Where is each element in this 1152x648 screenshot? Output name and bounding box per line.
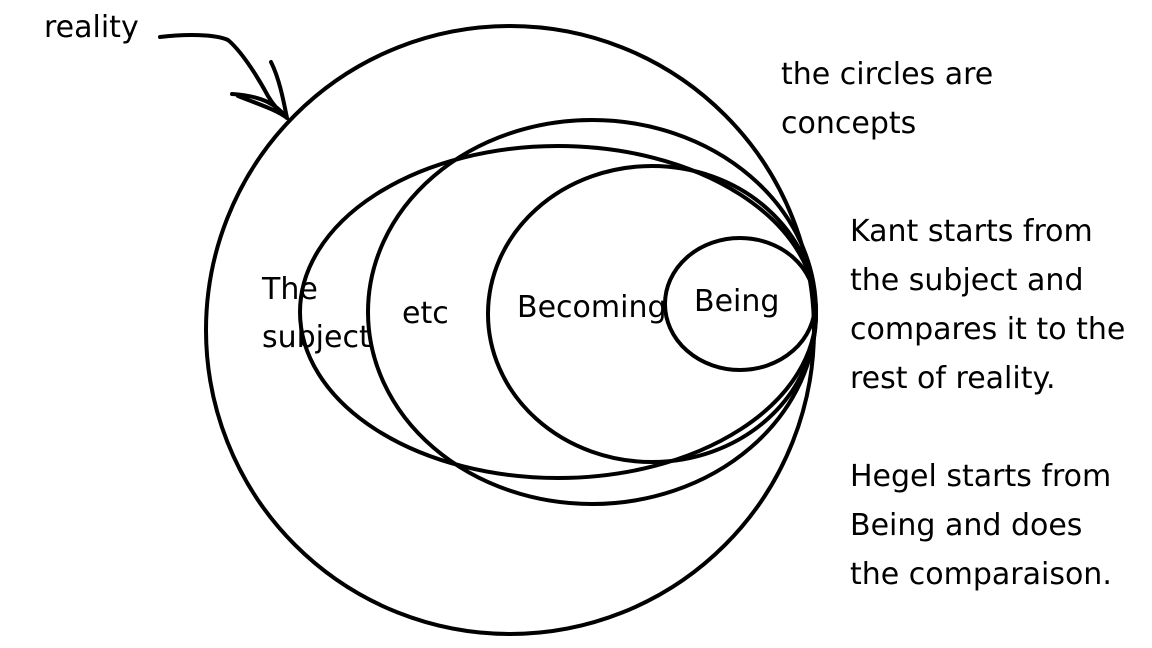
being-label: Being: [694, 284, 780, 319]
subject-label-line: The: [262, 272, 318, 307]
note-line: compares it to the: [850, 312, 1126, 347]
becoming-label: Becoming: [517, 290, 667, 325]
hegel-note: Hegel starts from Being and does the com…: [850, 452, 1112, 599]
note-line: rest of reality.: [850, 361, 1056, 396]
kant-note: Kant starts from the subject and compare…: [850, 207, 1125, 403]
note-line: concepts: [781, 106, 917, 141]
note-line: the circles are: [781, 57, 994, 92]
subject-label-line: subject: [262, 320, 371, 355]
note-line: Kant starts from: [850, 214, 1093, 249]
reality-label: reality: [44, 10, 139, 45]
subject-label: The subject: [262, 266, 371, 362]
note-line: Hegel starts from: [850, 459, 1112, 494]
being-circle: [663, 236, 817, 372]
note-line: the subject and: [850, 263, 1084, 298]
reality-arrow: [158, 33, 289, 120]
etc-label: etc: [402, 296, 449, 331]
note-line: Being and does: [850, 508, 1083, 543]
note-line: the comparaison.: [850, 557, 1112, 592]
circles-note: the circles are concepts: [781, 50, 993, 148]
